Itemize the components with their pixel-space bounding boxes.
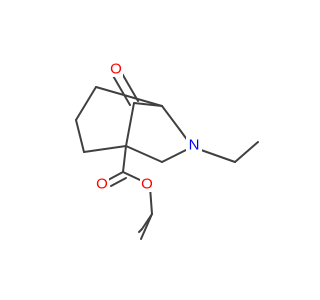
ketone-double-bond-a bbox=[111, 73, 131, 106]
bond-n-ethyl-ch2 bbox=[200, 149, 236, 163]
ester-ether-oxygen-label: O bbox=[141, 176, 153, 193]
bond-c8-c1 bbox=[83, 145, 127, 153]
ketone-oxygen-mask bbox=[109, 61, 123, 77]
structure-diagram: O N O O bbox=[0, 0, 300, 300]
ester-carbonyl-double-bond-b bbox=[110, 177, 127, 187]
bond-c6-c7 bbox=[75, 86, 97, 121]
ester-carbonyl-oxygen-mask bbox=[95, 176, 109, 192]
nitrogen-mask bbox=[186, 137, 202, 153]
ester-carbonyl-oxygen-label: O bbox=[96, 176, 108, 193]
bond-ethyl-ch2-ch3 bbox=[234, 141, 259, 163]
bonds bbox=[75, 69, 259, 240]
ring-nitrogen-label: N bbox=[189, 137, 200, 154]
bond-ester-c-o bbox=[122, 171, 141, 181]
bond-c2-c1 bbox=[125, 145, 163, 163]
bond-c5-c6 bbox=[95, 86, 163, 107]
ester-ether-oxygen-mask bbox=[140, 176, 154, 192]
bond-ester-ethyl-tail bbox=[140, 213, 153, 240]
bond-c1-ester-c bbox=[122, 145, 127, 173]
bond-c5-c4 bbox=[161, 105, 181, 131]
bond-bridge-c9-c1 bbox=[125, 102, 135, 147]
background bbox=[0, 0, 300, 300]
ester-carbonyl-double-bond-a bbox=[107, 171, 124, 181]
bond-c7-c8 bbox=[75, 119, 85, 153]
bond-n3-c2 bbox=[161, 149, 187, 163]
atom-labels: O N O O bbox=[95, 61, 202, 193]
ketone-oxygen-label: O bbox=[110, 61, 122, 78]
bond-ester-ethyl-ch3 bbox=[138, 228, 143, 233]
